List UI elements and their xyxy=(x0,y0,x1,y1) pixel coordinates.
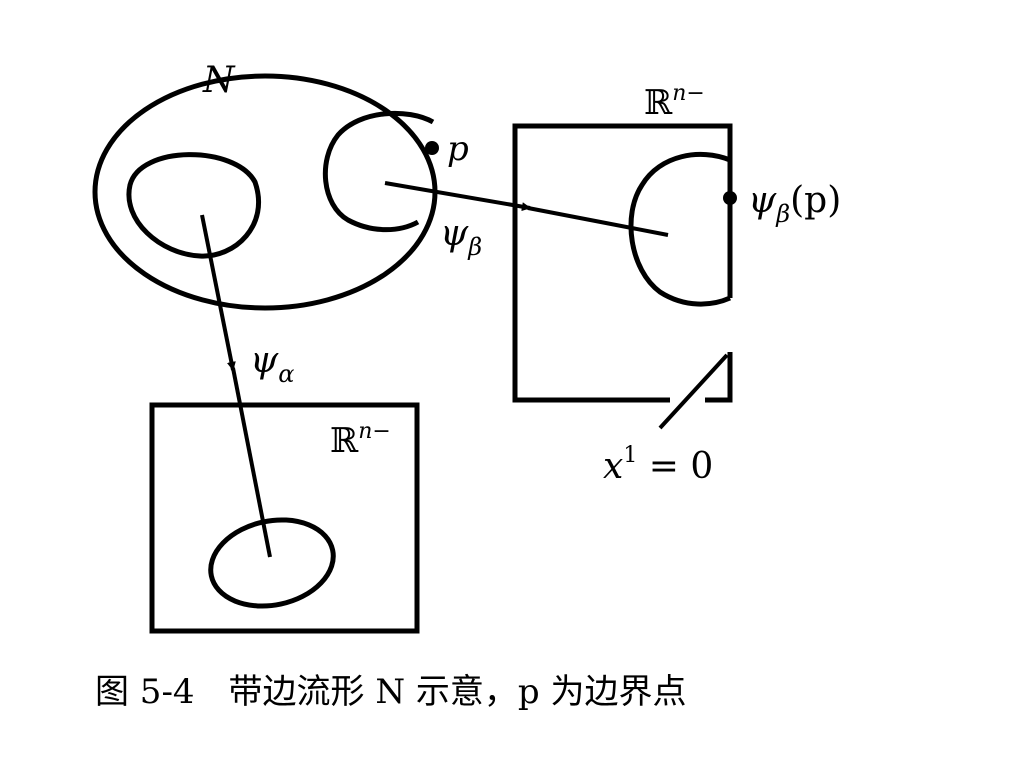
psi-alpha-label: ψα xyxy=(250,340,294,388)
chart-image-beta xyxy=(628,152,732,307)
manifold-label: N xyxy=(202,60,236,101)
arrow-psi-beta xyxy=(384,181,531,212)
manifold-n-outline xyxy=(92,73,438,311)
chart-domain-alpha xyxy=(126,152,262,259)
arrow-psi-alpha xyxy=(200,214,236,371)
half-space-rect-bottom xyxy=(149,402,420,634)
boundary-point-p xyxy=(425,141,439,155)
arrow-psi-beta-continuation xyxy=(527,206,669,237)
space-label-bottom: ℝn− xyxy=(330,419,391,461)
boundary-leader-line xyxy=(658,353,729,430)
image-point-psi-beta-p xyxy=(723,191,737,205)
space-label-top: ℝn− xyxy=(644,81,705,123)
boundary-equation-label: x1 = 0 xyxy=(603,443,713,487)
figure-caption: 图 5-4 带边流形 N 示意，p 为边界点 xyxy=(95,672,687,712)
half-space-rect-top xyxy=(512,123,733,403)
chart-image-alpha xyxy=(208,517,336,609)
psi-beta-p-label: ψβ(p) xyxy=(748,180,841,228)
chart-domain-beta xyxy=(322,110,435,233)
point-label: p xyxy=(447,129,469,169)
psi-beta-label: ψβ xyxy=(440,213,482,261)
arrow-psi-alpha-continuation xyxy=(231,367,272,558)
